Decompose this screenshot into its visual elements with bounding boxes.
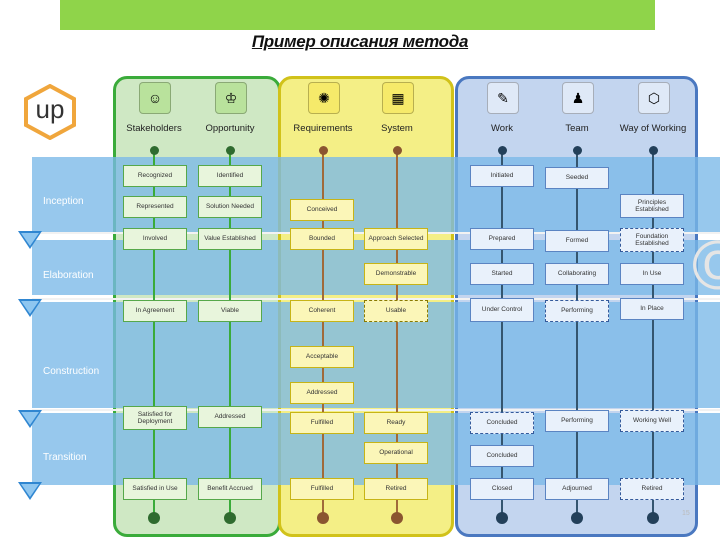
requirements-icon: ✺	[308, 82, 340, 114]
state-card: Satisfied in Use	[123, 478, 187, 500]
alpha-start-dot	[498, 146, 507, 155]
alpha-label-stakeholders: Stakeholders	[126, 123, 182, 134]
state-card: Value Established	[198, 228, 262, 250]
watermark-decoration: ©	[692, 226, 720, 304]
state-card: Operational	[364, 442, 428, 464]
state-card: Satisfied for Deployment	[123, 406, 187, 430]
milestone-triangle-icon	[18, 231, 42, 249]
state-card: Demonstrable	[364, 263, 428, 285]
state-card: Acceptable	[290, 346, 354, 368]
state-card: Under Control	[470, 298, 534, 322]
state-card: Approach Selected	[364, 228, 428, 250]
state-card: Concluded	[470, 412, 534, 434]
alpha-end-dot	[317, 512, 329, 524]
alpha-label-way-of-working: Way of Working	[619, 123, 687, 134]
state-card: Addressed	[290, 382, 354, 404]
opportunity-icon: ♔	[215, 82, 247, 114]
alpha-label-opportunity: Opportunity	[205, 123, 255, 134]
state-card: Usable	[364, 300, 428, 322]
state-card: In Use	[620, 263, 684, 285]
phase-elaboration: Elaboration	[43, 270, 94, 281]
alpha-line-work	[501, 150, 503, 518]
alpha-line-way-of-working	[652, 150, 654, 518]
state-card: Closed	[470, 478, 534, 500]
state-card: Fulfilled	[290, 412, 354, 434]
state-card: Fulfilled	[290, 478, 354, 500]
state-card: Performing	[545, 410, 609, 432]
state-card: Foundation Established	[620, 228, 684, 252]
state-card: Formed	[545, 230, 609, 252]
state-card: Adjourned	[545, 478, 609, 500]
state-card: Conceived	[290, 199, 354, 221]
state-card: Performing	[545, 300, 609, 322]
alpha-line-stakeholders	[153, 150, 155, 518]
alpha-start-dot	[573, 146, 582, 155]
top-accent-bar	[60, 0, 655, 30]
alpha-end-dot	[391, 512, 403, 524]
stakeholders-icon: ☺	[139, 82, 171, 114]
state-card: Involved	[123, 228, 187, 250]
phase-divider	[32, 298, 720, 300]
state-card: Collaborating	[545, 263, 609, 285]
slide-title: Пример описания метода	[251, 32, 469, 51]
alpha-end-dot	[496, 512, 508, 524]
phase-construction: Construction	[43, 366, 100, 377]
alpha-start-dot	[319, 146, 328, 155]
alpha-label-requirements: Requirements	[293, 123, 353, 134]
state-card: Prepared	[470, 228, 534, 250]
alpha-line-system	[396, 150, 398, 518]
phase-inception: Inception	[43, 196, 84, 207]
state-card: Concluded	[470, 445, 534, 467]
state-card: Coherent	[290, 300, 354, 322]
alpha-label-team: Team	[565, 123, 589, 134]
state-card: In Agreement	[123, 300, 187, 322]
alpha-end-dot	[571, 512, 583, 524]
state-card: Identified	[198, 165, 262, 187]
alpha-line-team	[576, 150, 578, 518]
state-card: Viable	[198, 300, 262, 322]
state-card: Retired	[364, 478, 428, 500]
system-icon: ▦	[382, 82, 414, 114]
state-card: Principles Established	[620, 194, 684, 218]
state-card: Bounded	[290, 228, 354, 250]
state-card: Addressed	[198, 406, 262, 428]
up-logo	[24, 84, 76, 140]
milestone-triangle-icon	[18, 299, 42, 317]
page-number: 15	[682, 510, 690, 517]
alpha-end-dot	[647, 512, 659, 524]
state-card: Benefit Accrued	[198, 478, 262, 500]
state-card: Seeded	[545, 167, 609, 189]
alpha-line-opportunity	[229, 150, 231, 518]
state-card: Solution Needed	[198, 196, 262, 218]
alpha-label-work: Work	[491, 123, 513, 134]
state-card: Started	[470, 263, 534, 285]
way-of-working-icon: ⬡	[638, 82, 670, 114]
milestone-triangle-icon	[18, 482, 42, 500]
state-card: Working Well	[620, 410, 684, 432]
phase-divider	[32, 409, 720, 411]
state-card: Initiated	[470, 165, 534, 187]
phase-transition: Transition	[43, 452, 87, 463]
alpha-start-dot	[649, 146, 658, 155]
milestone-triangle-icon	[18, 410, 42, 428]
alpha-end-dot	[224, 512, 236, 524]
alpha-label-system: System	[381, 123, 413, 134]
state-card: In Place	[620, 298, 684, 320]
alpha-start-dot	[393, 146, 402, 155]
alpha-start-dot	[226, 146, 235, 155]
alpha-line-requirements	[322, 150, 324, 518]
up-logo-text: up	[35, 94, 65, 124]
state-card: Ready	[364, 412, 428, 434]
work-icon: ✎	[487, 82, 519, 114]
state-card: Retired	[620, 478, 684, 500]
state-card: Represented	[123, 196, 187, 218]
state-card: Recognized	[123, 165, 187, 187]
alpha-end-dot	[148, 512, 160, 524]
alpha-start-dot	[150, 146, 159, 155]
team-icon: ♟	[562, 82, 594, 114]
